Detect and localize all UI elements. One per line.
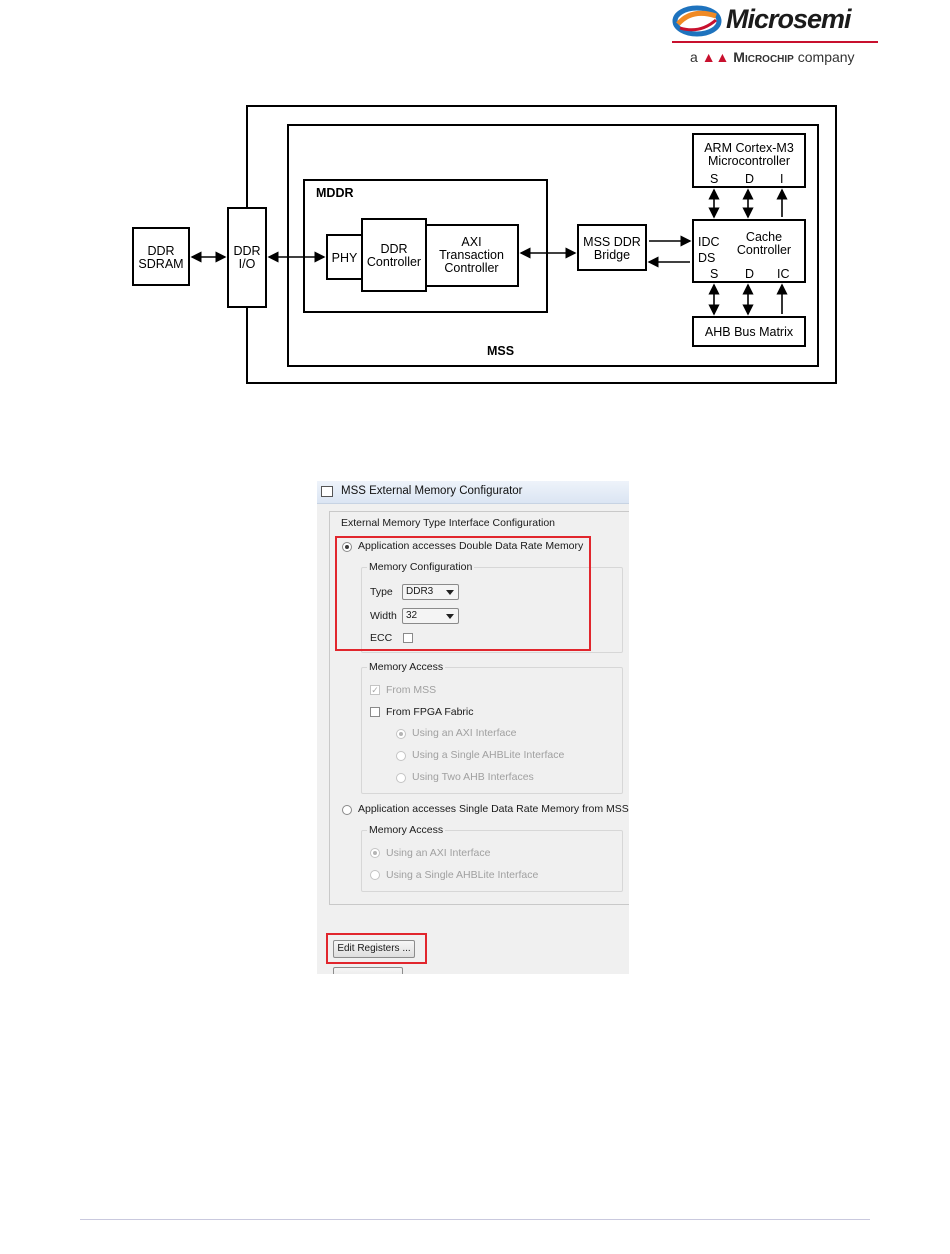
logo-subline-brand: Microchip (733, 49, 794, 65)
dialog-titlebar: MSS External Memory Configurator (317, 481, 629, 504)
from-fpga-checkbox[interactable] (370, 707, 380, 717)
interface-config-title: External Memory Type Interface Configura… (339, 517, 557, 529)
sdr-single-ahblite-radio[interactable] (370, 870, 380, 880)
cache-port-d: D (745, 267, 755, 281)
ddr-controller-label-2: Controller (366, 255, 422, 269)
single-ahblite-label: Using a Single AHBLite Interface (412, 749, 565, 761)
cache-controller-block: Cache Controller IDC DS S D IC (692, 219, 806, 283)
sdr-single-ahblite-label: Using a Single AHBLite Interface (386, 869, 539, 881)
ddr-controller-label-1: DDR (380, 242, 408, 256)
arm-label-1: ARM Cortex-M3 (704, 141, 794, 155)
cache-port-idc: IDC (698, 235, 720, 249)
edit-registers-highlight-box (326, 933, 427, 964)
single-ahblite-radio[interactable] (396, 751, 406, 761)
logo-divider (672, 41, 878, 43)
sdr-axi-interface-radio[interactable] (370, 848, 380, 858)
ddr-sdram-label-1: DDR (147, 244, 175, 258)
phy-label: PHY (331, 251, 358, 265)
sdr-radio[interactable] (342, 805, 352, 815)
width-select-value: 32 (406, 610, 418, 621)
memory-config-group (361, 567, 623, 653)
from-fpga-label: From FPGA Fabric (386, 706, 474, 718)
window-icon (321, 486, 333, 497)
bridge-label-1: MSS DDR (583, 235, 641, 249)
arm-label-2: Microcontroller (708, 154, 790, 168)
width-label: Width (370, 610, 397, 622)
partial-button[interactable] (333, 967, 403, 974)
ddr-io-label-1: DDR (233, 244, 261, 258)
type-label: Type (370, 586, 393, 598)
ddr-controller-block: DDR Controller (361, 218, 427, 292)
chevron-down-icon (446, 590, 454, 595)
cache-port-ic: IC (777, 267, 790, 281)
phy-block: PHY (326, 234, 363, 280)
ahb-label: AHB Bus Matrix (704, 325, 794, 339)
sdr-axi-interface-label: Using an AXI Interface (386, 847, 491, 859)
memory-config-title: Memory Configuration (367, 561, 475, 573)
type-select[interactable]: DDR3 (402, 584, 459, 600)
dialog-title: MSS External Memory Configurator (341, 485, 523, 497)
logo-subline: a ▲▲ Microchip company (690, 49, 855, 65)
interface-config-group (329, 511, 629, 905)
type-select-value: DDR3 (406, 586, 434, 597)
cache-label-1: Cache (745, 230, 783, 244)
logo-subline-suffix: company (797, 49, 855, 65)
ecc-label: ECC (370, 632, 393, 644)
configurator-screenshot: MSS External Memory Configurator Externa… (317, 481, 629, 974)
from-mss-label: From MSS (386, 684, 437, 696)
logo-wordmark: Microsemi (726, 4, 852, 34)
ddr-radio[interactable] (342, 542, 352, 552)
bridge-label-2: Bridge (593, 248, 631, 262)
microchip-icon: ▲▲ (701, 49, 734, 65)
logo-subline-prefix: a (690, 49, 698, 65)
footer-rule (80, 1219, 870, 1220)
mddr-label: MDDR (316, 186, 354, 200)
memory-access-title-2: Memory Access (367, 824, 446, 836)
cache-port-s: S (710, 267, 719, 281)
axi-transaction-controller-block: AXI Transaction Controller (424, 224, 519, 287)
axi-interface-radio[interactable] (396, 729, 406, 739)
microsemi-logo: Microsemi a ▲▲ Microchip company (668, 0, 878, 72)
arm-port-i: I (780, 172, 784, 186)
ecc-checkbox[interactable] (403, 633, 413, 643)
ddr-io-block: DDR I/O (227, 207, 267, 308)
memory-access-group-2 (361, 830, 623, 892)
arm-cortex-m3-block: ARM Cortex-M3 Microcontroller S D I (692, 133, 806, 188)
memory-access-group-1 (361, 667, 623, 794)
chevron-down-icon (446, 614, 454, 619)
ahb-bus-matrix-block: AHB Bus Matrix (692, 316, 806, 347)
from-mss-checkbox[interactable]: ✓ (370, 685, 380, 695)
cache-port-ds: DS (698, 251, 716, 265)
two-ahb-radio[interactable] (396, 773, 406, 783)
arm-port-d: D (745, 172, 755, 186)
ddr-io-label-2: I/O (238, 257, 256, 271)
axi-interface-label: Using an AXI Interface (412, 727, 517, 739)
width-select[interactable]: 32 (402, 608, 459, 624)
ddr-sdram-block: DDR SDRAM (132, 227, 190, 286)
sdr-option-label[interactable]: Application accesses Single Data Rate Me… (358, 803, 629, 815)
axi-label-2: Transaction (439, 248, 504, 262)
microsemi-swirl-icon (672, 5, 722, 37)
ddr-highlight-box (335, 536, 591, 651)
mss-label: MSS (487, 344, 515, 358)
mss-ddr-bridge-block: MSS DDR Bridge (577, 224, 647, 271)
edit-registers-button[interactable]: Edit Registers ... (333, 940, 415, 958)
axi-label-1: AXI (461, 235, 482, 249)
axi-label-3: Controller (444, 261, 499, 275)
memory-access-title-1: Memory Access (367, 661, 446, 673)
ddr-option-label[interactable]: Application accesses Double Data Rate Me… (358, 540, 584, 552)
ddr-sdram-label-2: SDRAM (138, 257, 184, 271)
cache-label-2: Controller (736, 243, 792, 257)
two-ahb-label: Using Two AHB Interfaces (412, 771, 534, 783)
arm-port-s: S (710, 172, 719, 186)
